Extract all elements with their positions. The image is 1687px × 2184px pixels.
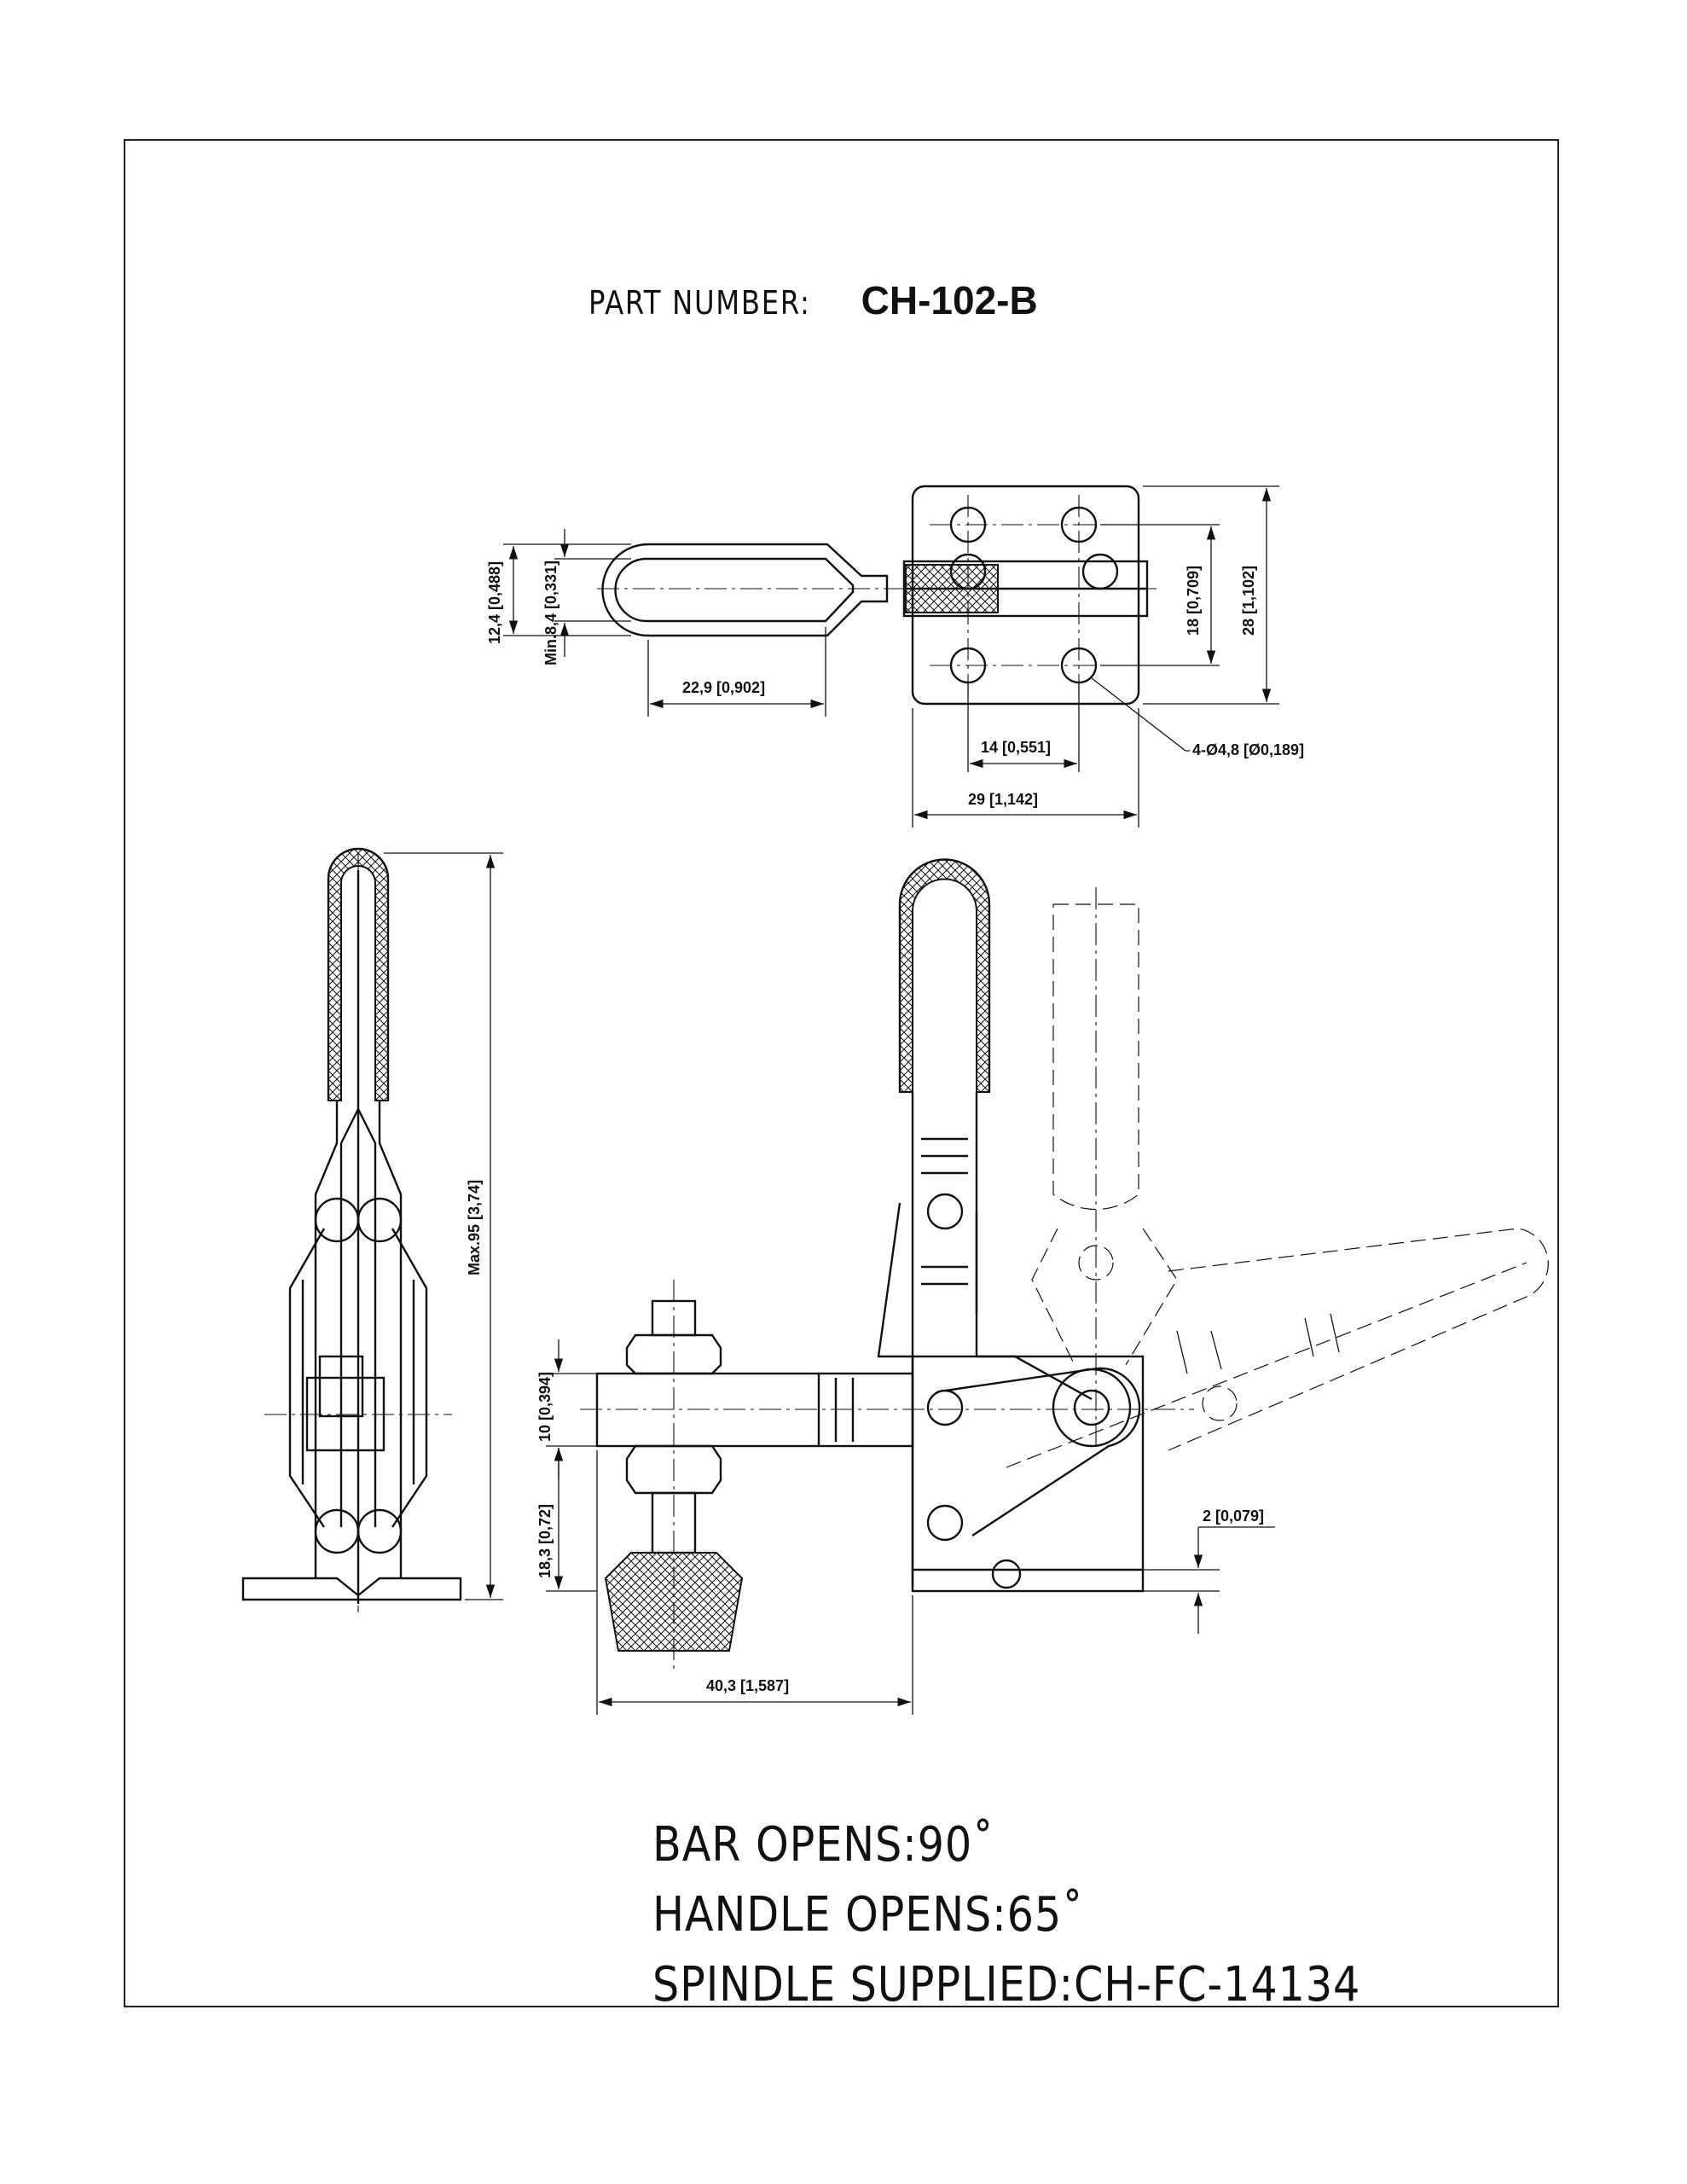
front-link xyxy=(944,1367,1141,1537)
dim-hole-spacing-y: 18 [0,709] xyxy=(1185,566,1202,636)
dim-bar-thickness: 10 [0,394] xyxy=(536,1372,554,1442)
dim-max-height: Max.95 [3,74] xyxy=(466,1180,483,1275)
note-handle-opens: HANDLE OPENS:65˚ xyxy=(652,1887,1084,1943)
dim-hole-spacing-x: 14 [0,551] xyxy=(981,739,1051,756)
dim-spindle-drop: 18,3 [0,72] xyxy=(536,1504,554,1578)
dim-base-width: 29 [1,142] xyxy=(968,791,1038,808)
dim-base-offset: 2 [0,079] xyxy=(1203,1507,1264,1525)
spindle-rubber-tip xyxy=(604,1552,744,1652)
open-position-handle xyxy=(1168,1228,1549,1451)
dim-bar-reach: 40,3 [1,587] xyxy=(706,1677,789,1694)
dim-base-height: 28 [1,102] xyxy=(1240,566,1257,636)
side-base xyxy=(241,1577,462,1601)
open-position-bar xyxy=(1052,903,1139,1211)
part-number-value: CH-102-B xyxy=(861,278,1038,322)
drawing-border xyxy=(124,139,1559,2007)
top-handle xyxy=(601,543,889,637)
dim-top-slot-min: Min.8,4 [0,331] xyxy=(542,561,559,665)
note-spindle-supplied: SPINDLE SUPPLIED:CH-FC-14134 xyxy=(652,1957,1361,2013)
note-bar-opens: BAR OPENS:90˚ xyxy=(652,1817,994,1873)
dim-top-handle-length: 22,9 [0,902] xyxy=(682,679,765,696)
spindle-nut-bottom xyxy=(625,1444,722,1495)
front-base-block xyxy=(911,1355,1145,1593)
dim-top-handle-height: 12,4 [0,488] xyxy=(486,561,503,644)
dim-base-holes: 4-Ø4,8 [Ø0,189] xyxy=(1192,741,1304,758)
part-number-title: PART NUMBER: CH-102-B xyxy=(588,277,1038,323)
part-number-label: PART NUMBER: xyxy=(588,284,811,322)
front-view: 10 [0,394] 18,3 [0,72] 40,3 [1,587] 2 [0… xyxy=(536,858,1549,1715)
spindle-nut-top xyxy=(625,1333,722,1375)
top-view: 12,4 [0,488] Min.8,4 [0,331] 22,9 [0,902… xyxy=(486,485,1304,828)
side-view: Max.95 [3,74] xyxy=(241,847,503,1612)
